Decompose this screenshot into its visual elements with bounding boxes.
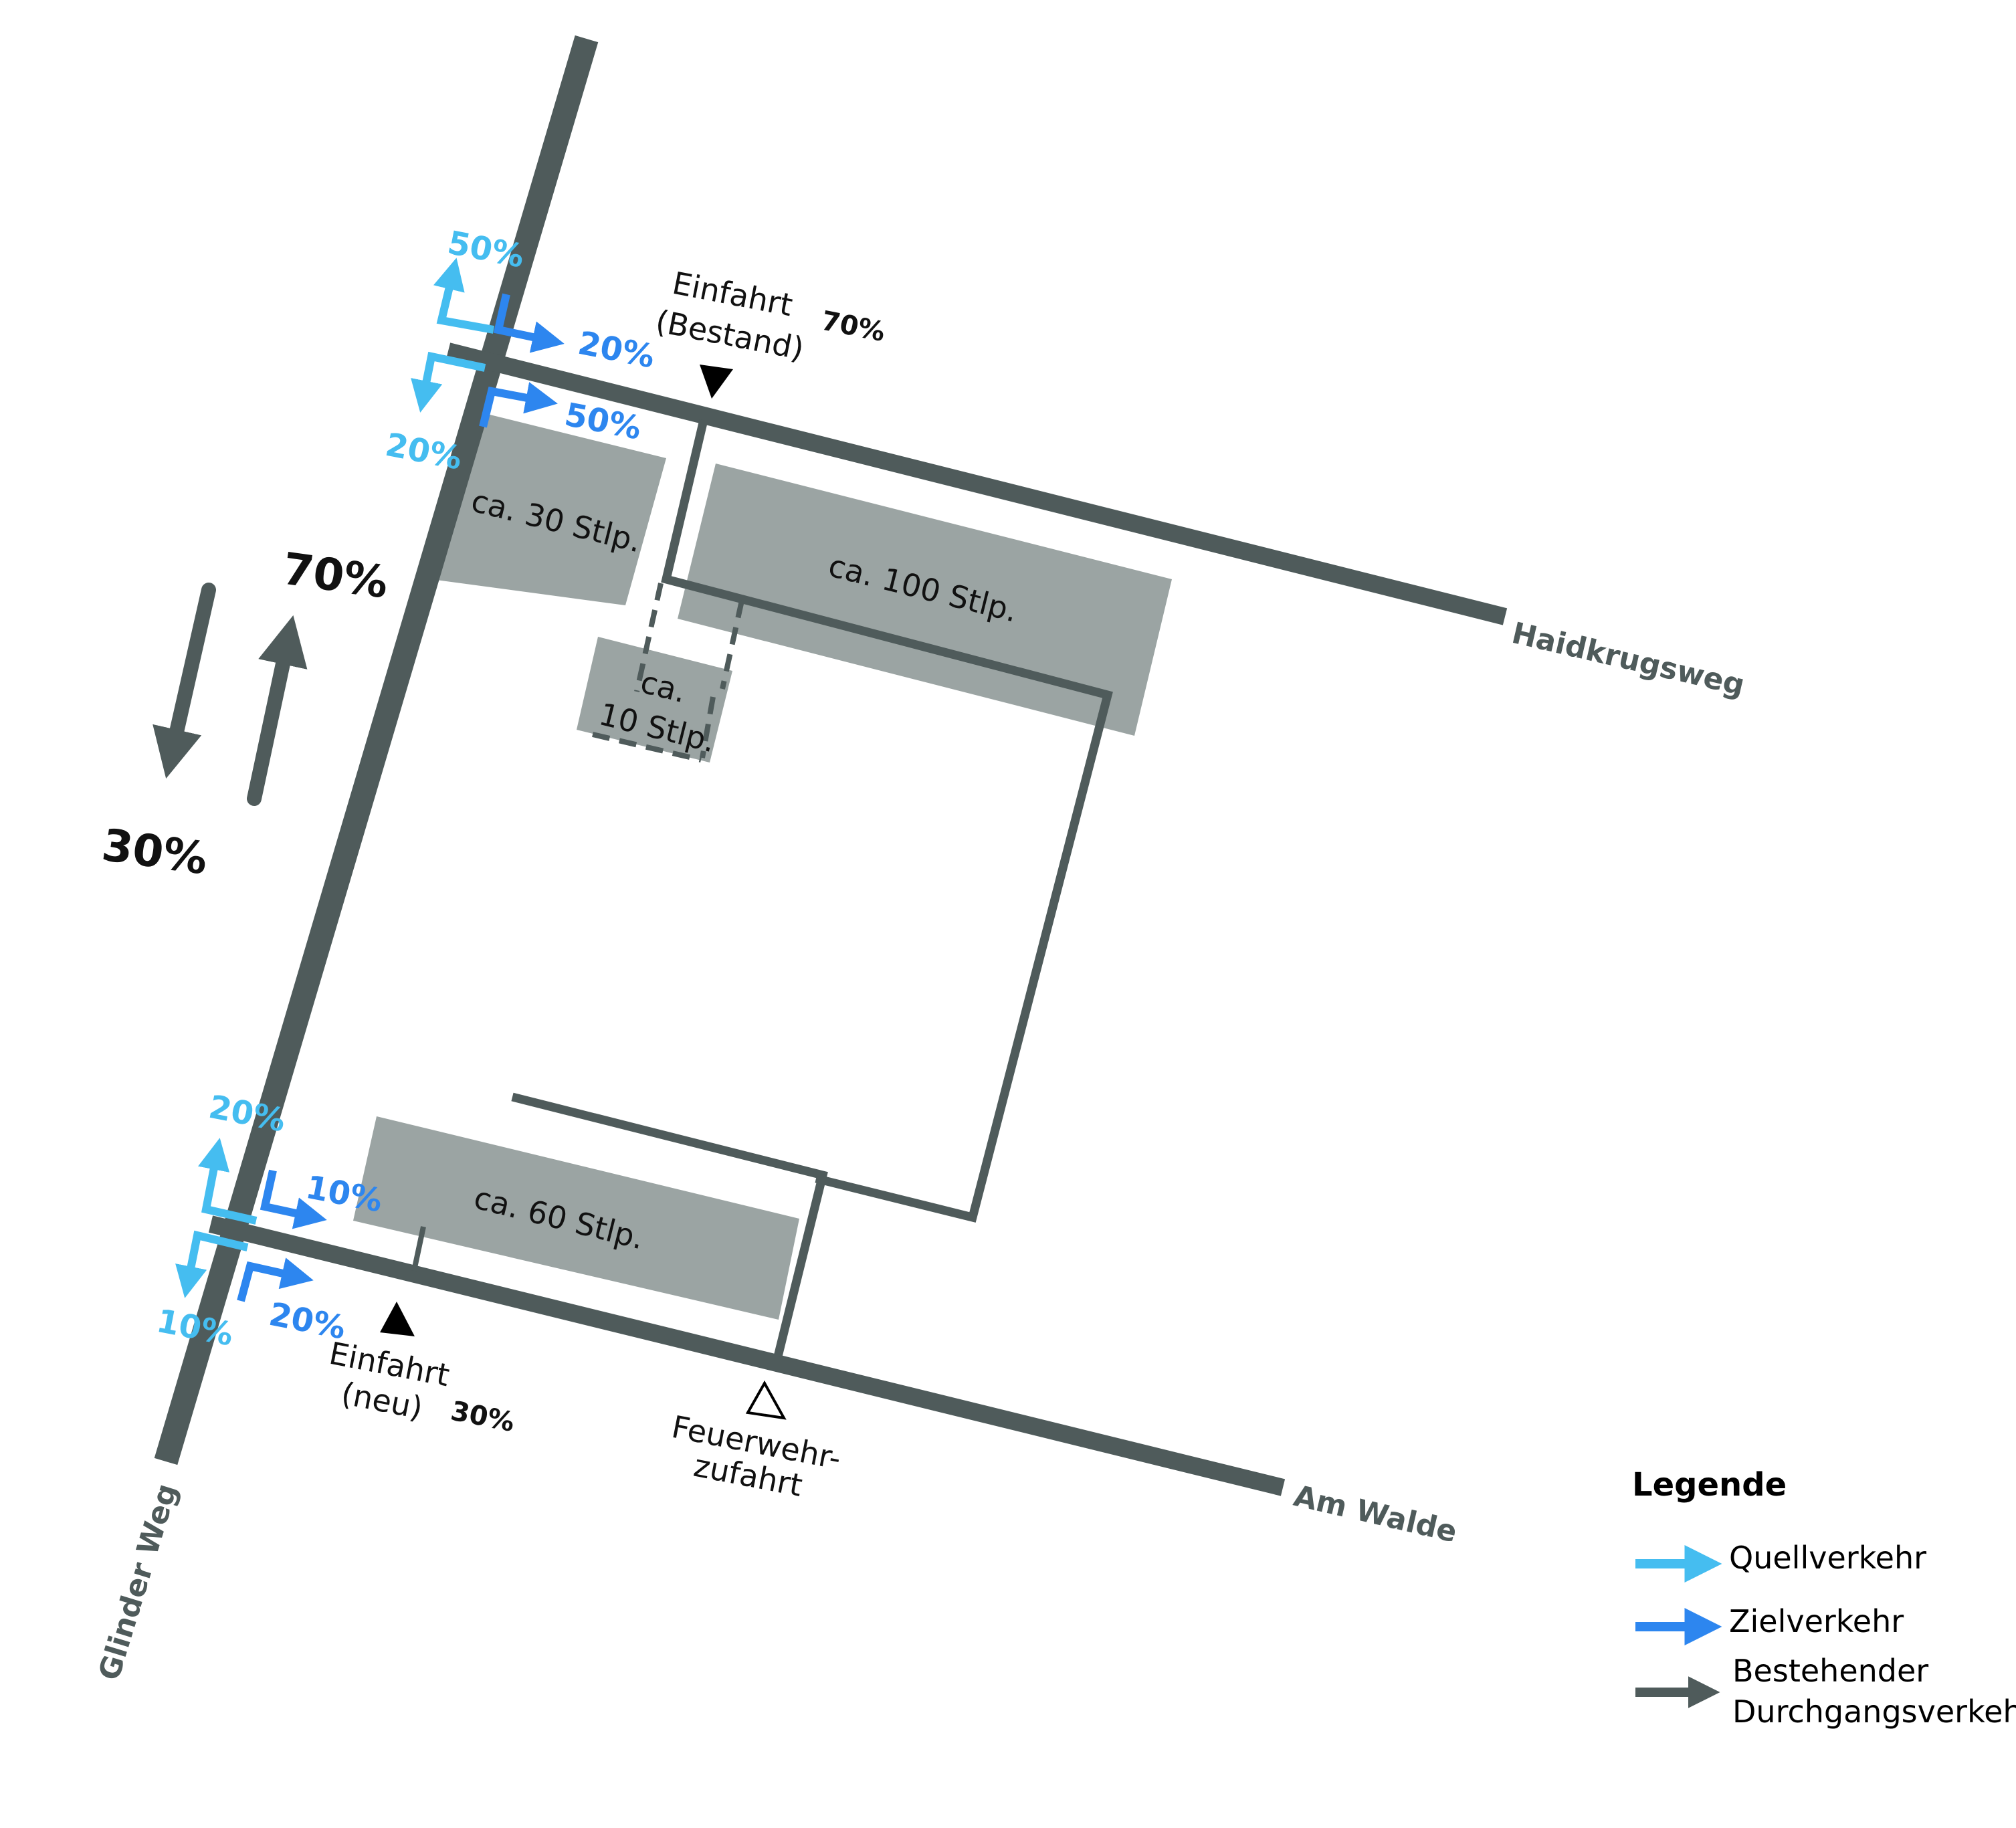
parking-area-60: [353, 1116, 799, 1320]
through-traffic-arrows: [153, 583, 308, 806]
parking-area-30: [436, 409, 666, 605]
entrance-new-share: 30%: [448, 1396, 517, 1438]
roads: [154, 35, 1508, 1496]
legend-title: Legende: [1632, 1466, 1787, 1504]
driveway-north-loop: [661, 419, 1113, 1223]
legend: Legende Quellverkehr Zielverkehr Bestehe…: [1632, 1466, 2016, 1730]
north-source-north-share: 50%: [445, 224, 527, 276]
driveway-south-connector: [511, 1092, 828, 1358]
through-arrow-north-icon: [247, 615, 308, 806]
south-source-north-arrow-icon: [197, 1138, 258, 1225]
internal-driveways: [411, 419, 1113, 1358]
north-source-south-share: 20%: [383, 426, 465, 478]
south-source-south-arrow-icon: [175, 1230, 249, 1298]
road-label-am-walde: Am Walde: [1291, 1479, 1460, 1550]
entrance-new-marker-icon: [380, 1302, 415, 1336]
entrance-existing-marker-icon: [700, 365, 733, 399]
driveway-new-entrance: [411, 1226, 426, 1272]
parking-area-100: [678, 464, 1172, 736]
legend-through-label-2: Durchgangsverkehr: [1732, 1694, 2016, 1730]
north-source-south-arrow-icon: [411, 351, 486, 413]
north-dest-bottom-arrow-icon: [479, 382, 558, 428]
south-source-south-share: 10%: [154, 1302, 236, 1354]
south-junction-arrows: [175, 1138, 327, 1302]
parking-area-10: [577, 637, 732, 763]
through-share-north: 70%: [280, 543, 391, 609]
fire-access-marker-icon: [745, 1380, 787, 1420]
north-dest-top-arrow-icon: [493, 293, 565, 353]
north-junction-arrows: [411, 258, 565, 428]
road-label-glinder-weg: Glinder Weg: [92, 1480, 185, 1684]
north-source-north-arrow-icon: [433, 258, 495, 334]
road-am-walde: [208, 1215, 1286, 1496]
parking-areas: [353, 409, 1172, 1320]
through-arrow-south-icon: [153, 583, 216, 779]
north-dest-top-share: 20%: [575, 324, 658, 376]
road-label-haidkrugsweg: Haidkrugsweg: [1509, 616, 1748, 703]
south-dest-bottom-arrow-icon: [237, 1257, 314, 1302]
entrance-existing-share: 70%: [819, 306, 888, 348]
road-haidkrugsweg: [445, 342, 1508, 625]
legend-destination-label: Zielverkehr: [1729, 1603, 1904, 1639]
driveway-dashed-parking-10: [592, 583, 744, 763]
legend-through-label-1: Bestehender: [1732, 1653, 1928, 1689]
through-share-south: 30%: [99, 819, 211, 885]
south-dest-top-arrow-icon: [260, 1169, 327, 1229]
legend-source-label: Quellverkehr: [1729, 1540, 1926, 1576]
